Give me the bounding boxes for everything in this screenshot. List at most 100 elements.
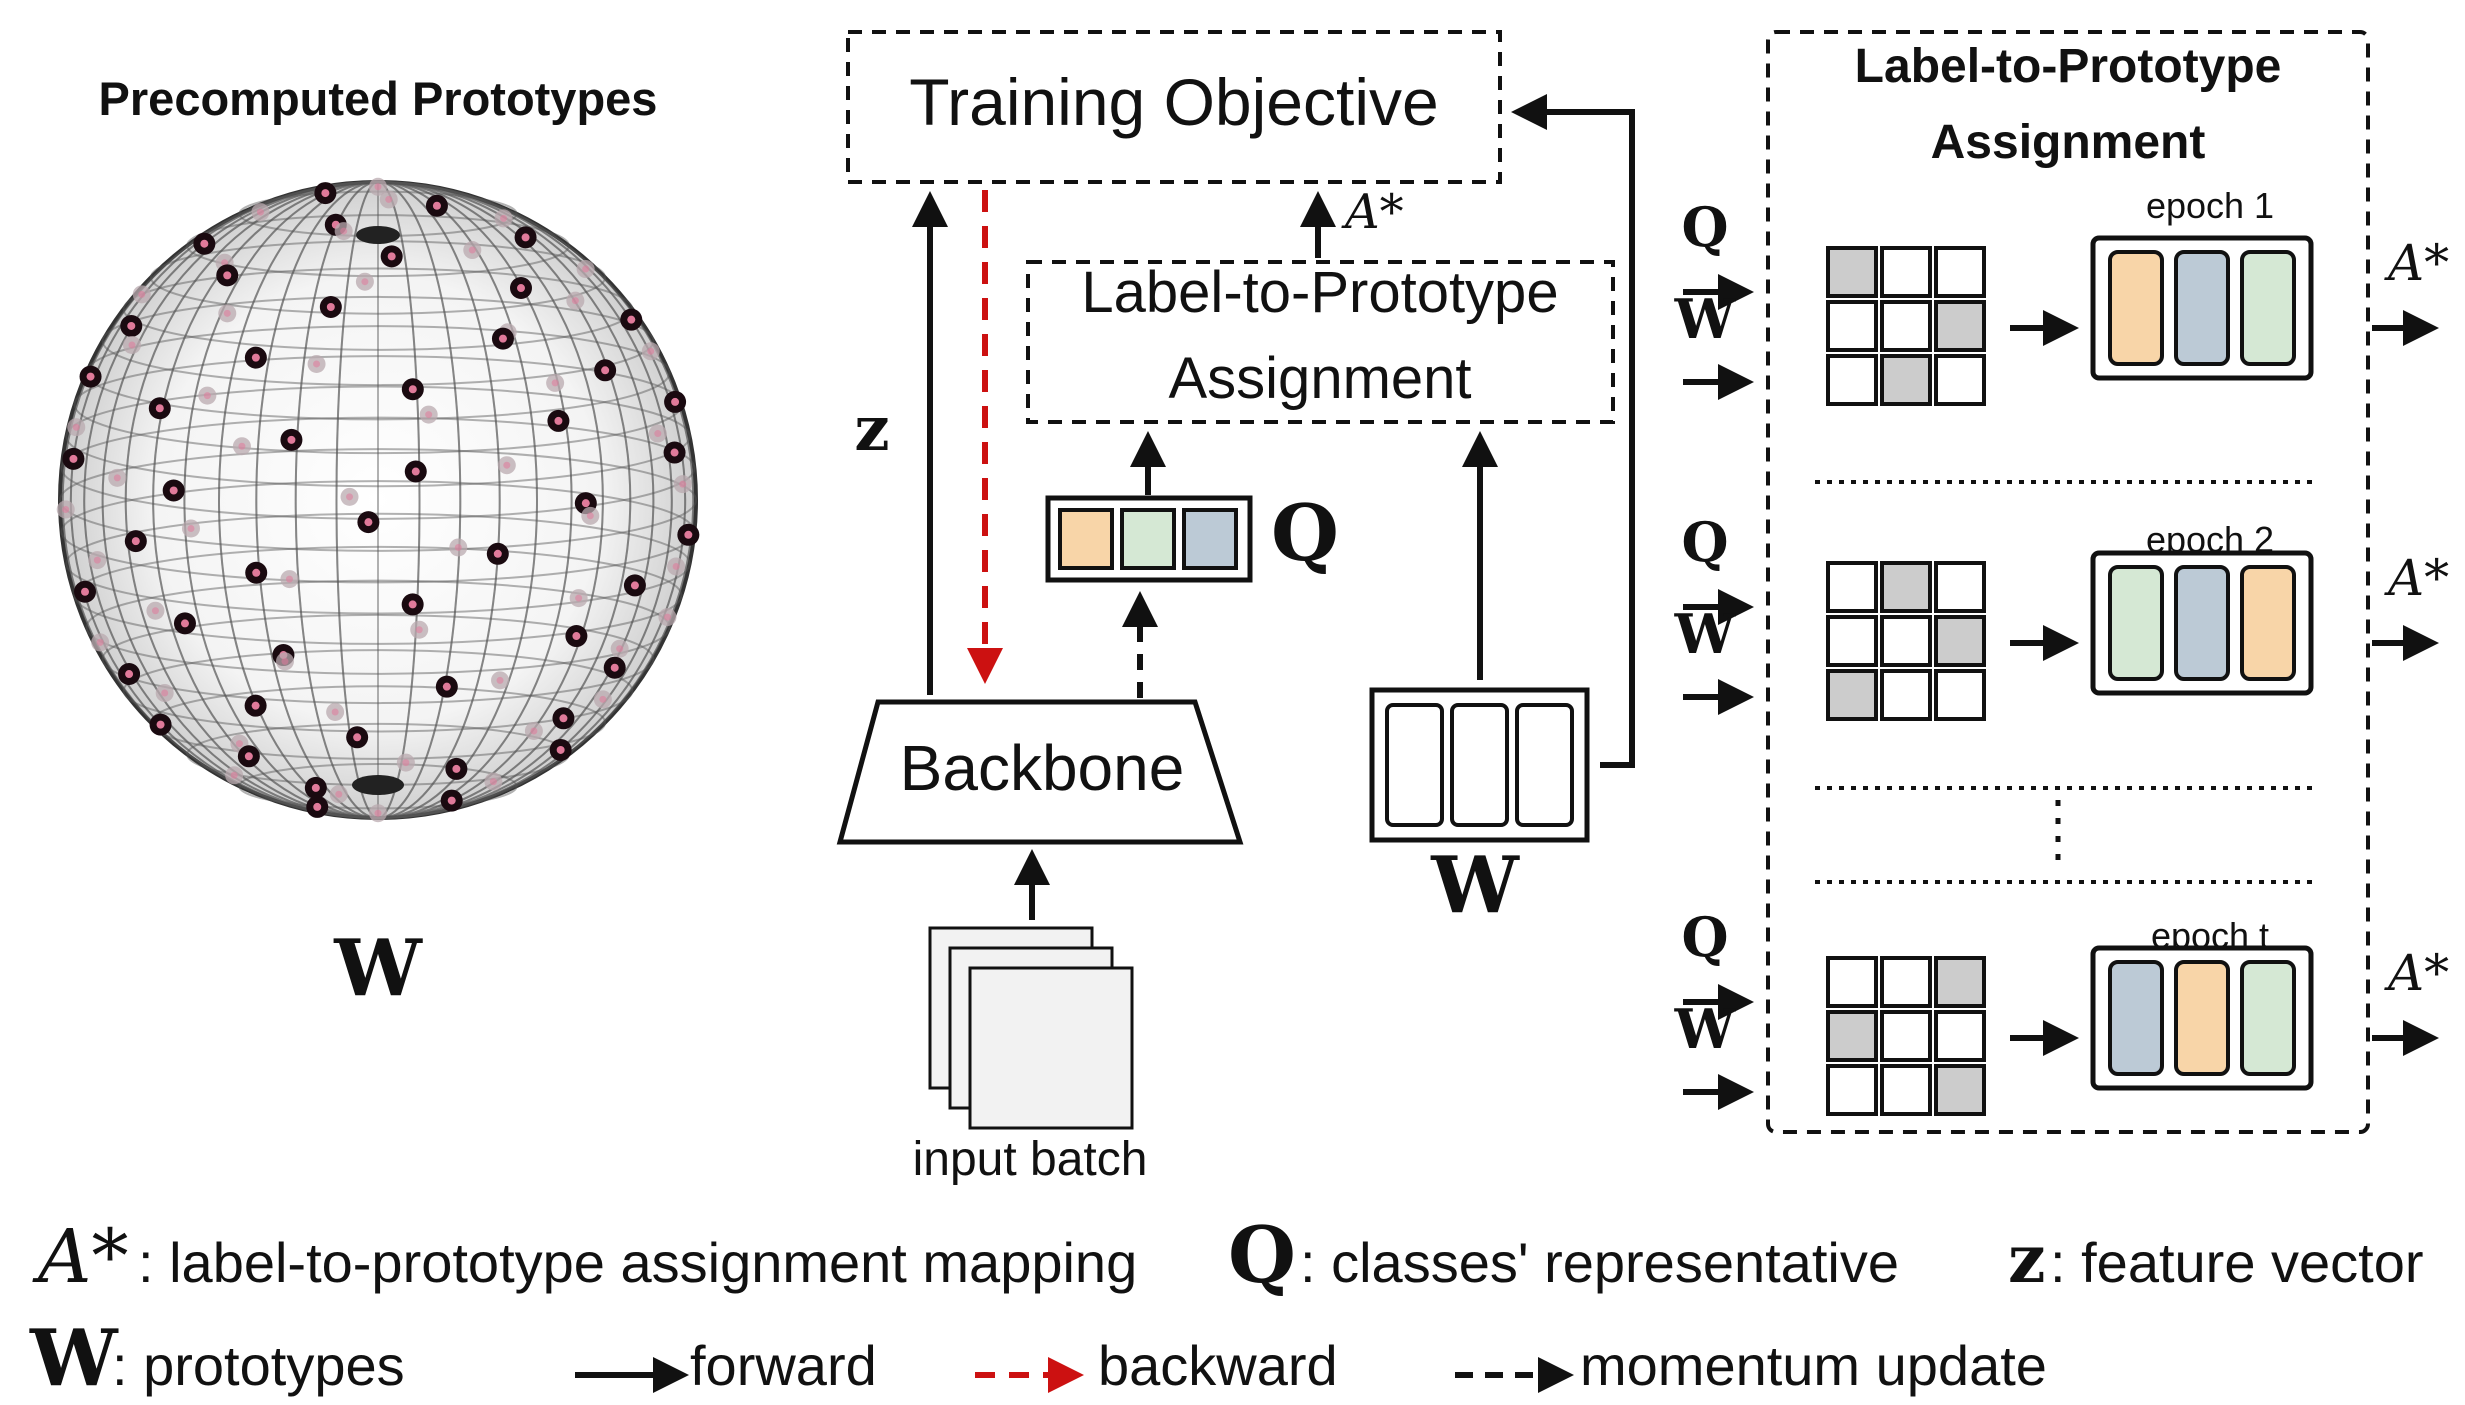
prototype-point-center xyxy=(113,474,121,482)
prototype-point-center xyxy=(610,663,619,672)
training-objective-label: Training Objective xyxy=(909,65,1438,139)
epoch-a-star-output-label: A* xyxy=(2384,549,2449,607)
prototype-point-center xyxy=(69,454,78,463)
sphere-parallel-line xyxy=(85,579,671,675)
prototype-sphere-section: Precomputed Prototypes W xyxy=(56,72,700,1014)
prototype-point-center xyxy=(223,309,231,317)
prototype-point-center xyxy=(155,404,164,413)
prototype-point-center xyxy=(96,638,104,646)
prototype-point-center xyxy=(630,581,639,590)
prototype-point-center xyxy=(128,341,136,349)
prototype-point-center xyxy=(230,771,238,779)
prototype-point-center xyxy=(340,227,348,235)
prototype-point-center xyxy=(387,252,396,261)
epoch-prototype-column xyxy=(2240,250,2296,366)
sphere-parallel-line xyxy=(186,214,570,278)
training-pipeline: Training Objective z A* Label-to-Prototy… xyxy=(836,30,1635,1186)
prototype-point-center xyxy=(151,607,159,615)
prototype-point-center xyxy=(285,575,293,583)
assignment-grid-cell xyxy=(1880,246,1932,298)
prototype-point-center xyxy=(425,411,433,419)
backbone-label: Backbone xyxy=(900,732,1185,804)
prototype-point-center xyxy=(326,302,335,311)
a-star-up-label: A* xyxy=(1341,184,1404,240)
prototype-point-center xyxy=(530,727,538,735)
prototype-point-center xyxy=(203,392,211,400)
epoch-prototype-column xyxy=(2240,960,2296,1076)
prototype-point-center xyxy=(672,562,680,570)
epoch-q-input-label: Q xyxy=(1681,905,1728,969)
prototype-point-center xyxy=(452,764,461,773)
panel-title-line1: Label-to-Prototype xyxy=(1855,40,2282,93)
prototype-point-center xyxy=(616,645,624,653)
input-batch-label: input batch xyxy=(913,1133,1148,1186)
prototype-point-center xyxy=(223,271,232,280)
assignment-grid-cell xyxy=(1826,561,1878,613)
prototype-point-center xyxy=(496,676,504,684)
assignment-grid-cell xyxy=(1880,669,1932,721)
w-column-1 xyxy=(1385,703,1444,827)
legend-q-desc: : classes' representative xyxy=(1300,1231,1899,1294)
epoch-w-input-label: W xyxy=(1674,287,1737,351)
assignment-grid-cell xyxy=(1826,300,1878,352)
ltp-label-line1: Label-to-Prototype xyxy=(1081,260,1558,325)
prototype-point-center xyxy=(313,360,321,368)
legend-q-symbol: Q xyxy=(1228,1210,1296,1301)
sphere-parallel-line xyxy=(65,385,691,488)
prototype-point-center xyxy=(313,802,322,811)
sphere-north-pole xyxy=(356,226,400,244)
prototype-point-center xyxy=(238,442,246,450)
assignment-grid-cell xyxy=(1826,615,1878,667)
prototype-point-center xyxy=(586,512,594,520)
assignment-grid-cell xyxy=(1934,1064,1986,1116)
legend-forward-label: forward xyxy=(690,1334,877,1397)
prototype-point-center xyxy=(62,505,70,513)
prototype-point-center xyxy=(489,778,497,786)
ltp-panel-border xyxy=(1766,30,2370,1134)
prototype-point-center xyxy=(127,321,136,330)
prototype-point-center xyxy=(321,189,330,198)
prototype-sphere xyxy=(56,177,700,823)
epoch-prototype-column xyxy=(2108,960,2164,1076)
prototype-point-center xyxy=(551,379,559,387)
sphere-w-symbol: W xyxy=(333,923,423,1014)
prototype-points xyxy=(56,177,700,823)
q-cell xyxy=(1120,508,1176,570)
prototype-point-center xyxy=(654,430,662,438)
epoch-prototype-column xyxy=(2108,250,2164,366)
prototype-point-center xyxy=(93,556,101,564)
prototype-point-center xyxy=(454,543,462,551)
prototype-point-center xyxy=(251,701,260,710)
prototype-point-center xyxy=(331,708,339,716)
prototype-point-center xyxy=(647,347,655,355)
prototype-point-center xyxy=(575,594,583,602)
prototype-point-center xyxy=(493,549,502,558)
epoch-prototype-column xyxy=(2174,565,2230,681)
assignment-grid-cell xyxy=(1880,956,1932,1008)
prototype-point-center xyxy=(244,752,253,761)
sphere-south-pole xyxy=(352,775,404,795)
ltp-box xyxy=(1026,260,1615,424)
prototype-point-center xyxy=(627,315,636,324)
prototype-point-center xyxy=(86,372,95,381)
epoch-label: epoch 1 xyxy=(2146,185,2274,226)
prototype-point-center xyxy=(364,518,373,527)
legend: A* : label-to-prototype assignment mappi… xyxy=(29,1210,2424,1404)
prototype-point-center xyxy=(521,233,530,242)
prototype-point-center xyxy=(571,297,579,305)
prototype-point-center xyxy=(517,284,526,293)
prototype-point-center xyxy=(402,759,410,767)
prototype-point-center xyxy=(281,657,289,665)
prototype-point-center xyxy=(131,537,140,546)
assignment-grid-cell xyxy=(1826,956,1878,1008)
legend-backward-label: backward xyxy=(1098,1334,1338,1397)
assignment-grid-cell xyxy=(1826,1064,1878,1116)
prototype-point-center xyxy=(161,689,169,697)
q-cells xyxy=(1058,508,1238,570)
q-label: Q xyxy=(1271,488,1339,579)
prototype-point-center xyxy=(374,809,382,817)
panel-title-line2: Assignment xyxy=(1931,116,2206,169)
sphere-parallel-line xyxy=(122,649,634,733)
